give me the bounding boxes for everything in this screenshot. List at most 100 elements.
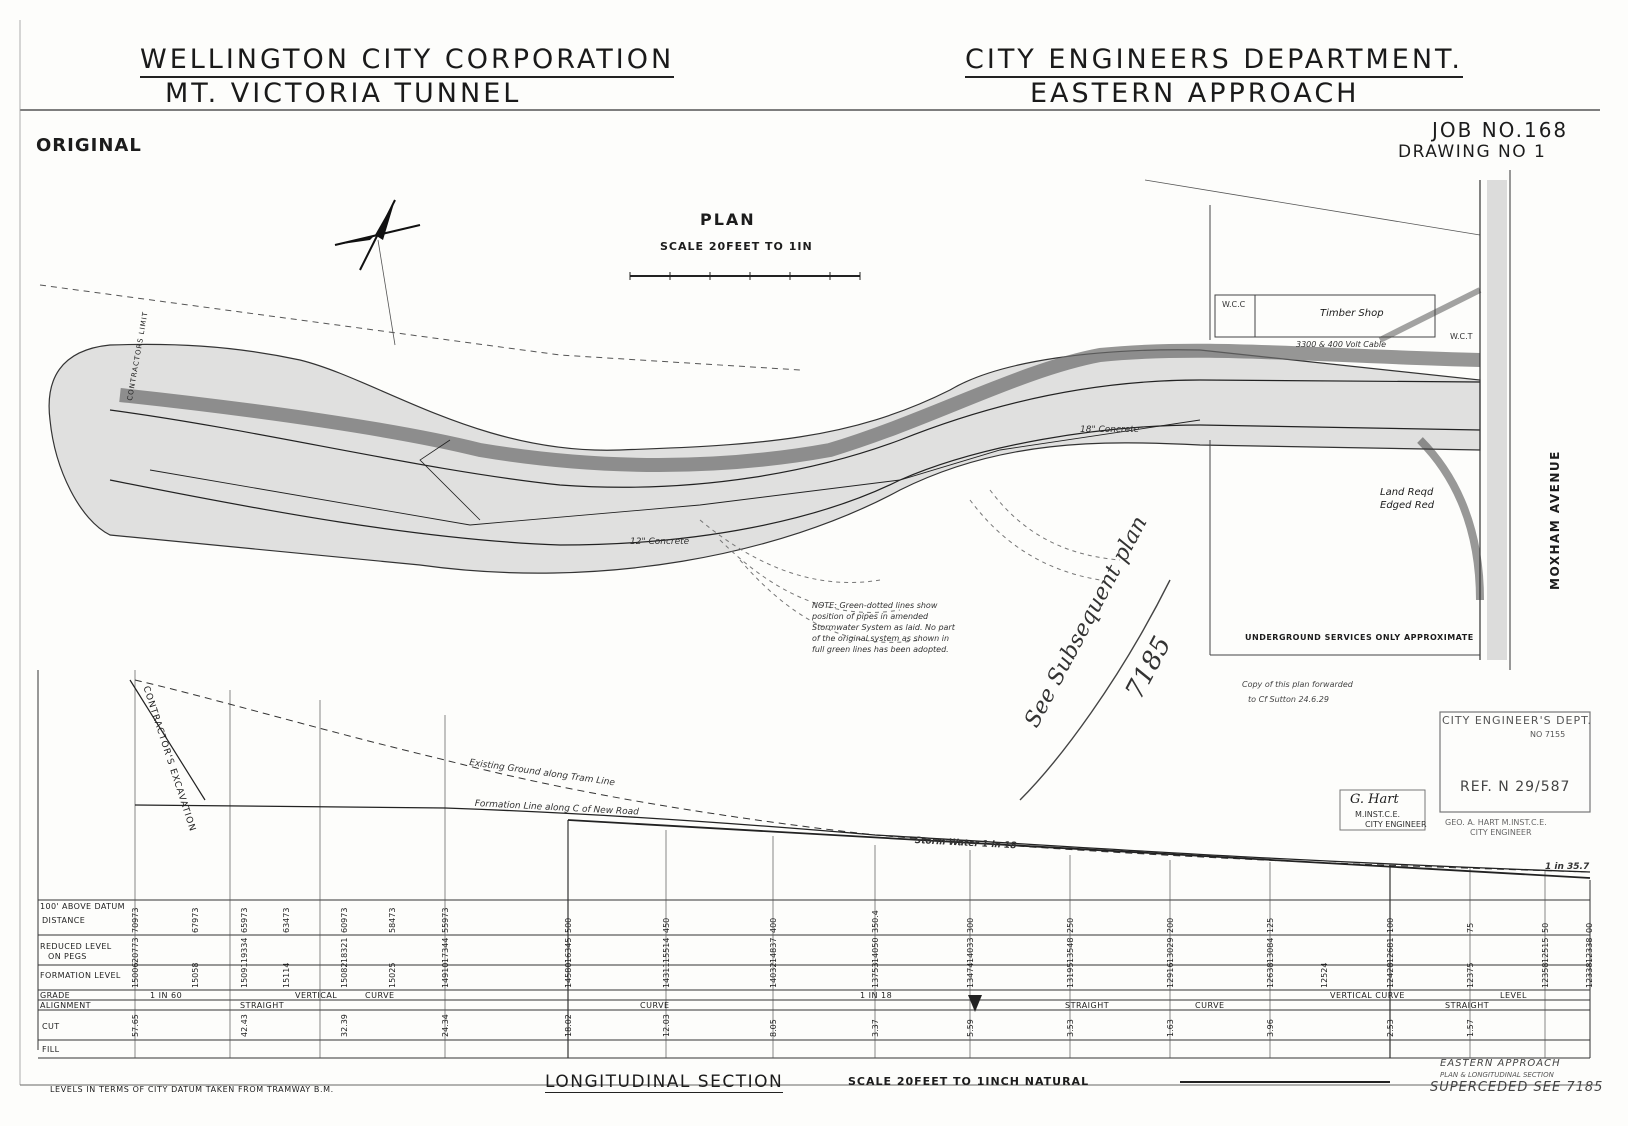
reduced-level-value: 20773 (131, 937, 140, 963)
distance-value: 50 (1541, 922, 1550, 933)
distance-value: 60973 (340, 907, 349, 933)
cut-value: 12.03 (662, 1014, 671, 1037)
grade-segment: VERTICAL CURVE (1330, 991, 1405, 1000)
drawing-number: DRAWING NO 1 (1398, 142, 1547, 162)
wcc-label: W.C.C (1222, 300, 1246, 309)
reduced-level-value: 12338 (1585, 937, 1594, 963)
distance-value: 500 (564, 917, 573, 933)
job-number: JOB NO.168 (1432, 118, 1569, 142)
formation-level-value: 12375 (1466, 962, 1475, 988)
signature-title-2: CITY ENGINEER (1365, 820, 1427, 829)
formation-level-value: 15006 (131, 962, 140, 988)
formation-level-value: 12358 (1541, 962, 1550, 988)
cut-value: 57.65 (131, 1014, 140, 1037)
road-plan (39, 284, 1484, 643)
plan-label-concrete-12: 12" Concrete (630, 537, 690, 547)
plan-scale-bar (629, 272, 861, 280)
row-alignment: ALIGNMENT (40, 1001, 91, 1010)
formation-level-value: 14580 (564, 962, 573, 988)
formation-level-value: 12338 (1585, 962, 1594, 988)
distance-value: 55973 (441, 907, 450, 933)
distance-value: 350.4 (871, 910, 880, 933)
reduced-level-value: 16345 (564, 937, 573, 963)
section-title: LONGITUDINAL SECTION (545, 1072, 784, 1093)
stamp-dept: CITY ENGINEER'S DEPT. (1442, 714, 1593, 727)
formation-level-value: 12428 (1386, 962, 1395, 988)
plan-scale: SCALE 20FEET TO 1IN (660, 240, 813, 253)
cut-value: 42.43 (240, 1014, 249, 1037)
engineer-signature: G. Hart (1350, 792, 1399, 807)
slope-label: 1 in 35.7 (1545, 862, 1590, 872)
formation-level-value: 13753 (871, 962, 880, 988)
cable-label: 3300 & 400 Volt Cable (1296, 340, 1387, 349)
row-fill: FILL (42, 1045, 60, 1054)
edged-red-label: Edged Red (1380, 500, 1435, 511)
section-profiles (129, 679, 1591, 1012)
row-grade: GRADE (40, 991, 71, 1000)
header-right-line2: EASTERN APPROACH (1030, 78, 1360, 109)
header-right-line1: CITY ENGINEERS DEPARTMENT. (965, 44, 1463, 78)
signature-title-1: M.INST.C.E. (1355, 810, 1401, 819)
levels-note: LEVELS IN TERMS OF CITY DATUM TAKEN FROM… (50, 1085, 334, 1094)
formation-level-value: 12638 (1266, 962, 1275, 988)
cut-value: 3.53 (1066, 1019, 1075, 1037)
distance-value: 70973 (131, 907, 140, 933)
distance-value: 400 (769, 917, 778, 933)
reduced-level-value: 14033 (966, 937, 975, 963)
footer-stamp-line1: EASTERN APPROACH (1440, 1058, 1561, 1069)
row-reduced-1: REDUCED LEVEL (40, 942, 112, 951)
formation-level-value: 15025 (388, 962, 397, 988)
stamp-number: NO 7155 (1530, 730, 1566, 739)
reduced-level-value: 13548 (1066, 937, 1075, 963)
moxham-avenue-label: MOXHAM AVENUE (1548, 450, 1562, 590)
land-required-label: Land Reqd (1380, 487, 1434, 498)
reduced-level-value: 19334 (240, 937, 249, 963)
header-left-line1: WELLINGTON CITY CORPORATION (140, 44, 675, 78)
approved-by-2: CITY ENGINEER (1470, 828, 1532, 837)
distance-value: 75 (1466, 922, 1475, 933)
grade-segment: 1 IN 18 (860, 991, 893, 1000)
row-reduced-2: ON PEGS (48, 952, 87, 961)
underground-services-label: UNDERGROUND SERVICES ONLY APPROXIMATE (1245, 633, 1474, 642)
formation-level-value: 14032 (769, 962, 778, 988)
distance-value: 58473 (388, 907, 397, 933)
alignment-segment: STRAIGHT (240, 1001, 285, 1010)
approved-by: GEO. A. HART M.INST.C.E. (1445, 818, 1547, 827)
cut-value: 8.05 (769, 1019, 778, 1037)
copy-note-line2: to Cf Sutton 24.6.29 (1248, 695, 1329, 704)
stamp-reference: REF. N 29/587 (1460, 779, 1571, 795)
cut-value: 18.02 (564, 1014, 573, 1037)
formation-level-value: 12916 (1166, 962, 1175, 988)
formation-level-value: 15082 (340, 962, 349, 988)
distance-value: 450 (662, 917, 671, 933)
cut-value: 2.53 (1386, 1019, 1395, 1037)
distance-value: 300 (966, 917, 975, 933)
plan-label-concrete-18: 18" Concrete (1080, 425, 1140, 435)
timber-shop-label: Timber Shop (1320, 308, 1384, 319)
wct-label: W.C.T (1450, 332, 1473, 341)
row-distance: DISTANCE (42, 916, 86, 925)
reduced-level-value: 13084 (1266, 937, 1275, 963)
plan-title: PLAN (700, 210, 756, 229)
distance-value: 200 (1166, 917, 1175, 933)
formation-level-value: 13474 (966, 962, 975, 988)
cut-value: 3.37 (871, 1019, 880, 1037)
plan-note: NOTE: Green-dotted lines show position o… (812, 601, 955, 654)
row-cut: CUT (42, 1022, 60, 1031)
grade-segment: VERTICAL (295, 991, 338, 1000)
copy-note-line1: Copy of this plan forwarded (1242, 680, 1353, 689)
cut-value: 5.59 (966, 1019, 975, 1037)
grade-segment: 1 IN 60 (150, 991, 183, 1000)
reduced-level-value: 12515 (1541, 937, 1550, 963)
reduced-level-value: 14050 (871, 937, 880, 963)
footer-stamp-line2: PLAN & LONGITUDINAL SECTION (1440, 1071, 1554, 1079)
alignment-segment: STRAIGHT (1445, 1001, 1490, 1010)
cut-value: 24.34 (441, 1014, 450, 1037)
reduced-level-value: 18321 (340, 937, 349, 963)
alignment-segment: CURVE (1195, 1001, 1225, 1010)
distance-value: 125 (1266, 917, 1275, 933)
formation-level-value: 14910 (441, 962, 450, 988)
alignment-segment: STRAIGHT (1065, 1001, 1110, 1010)
